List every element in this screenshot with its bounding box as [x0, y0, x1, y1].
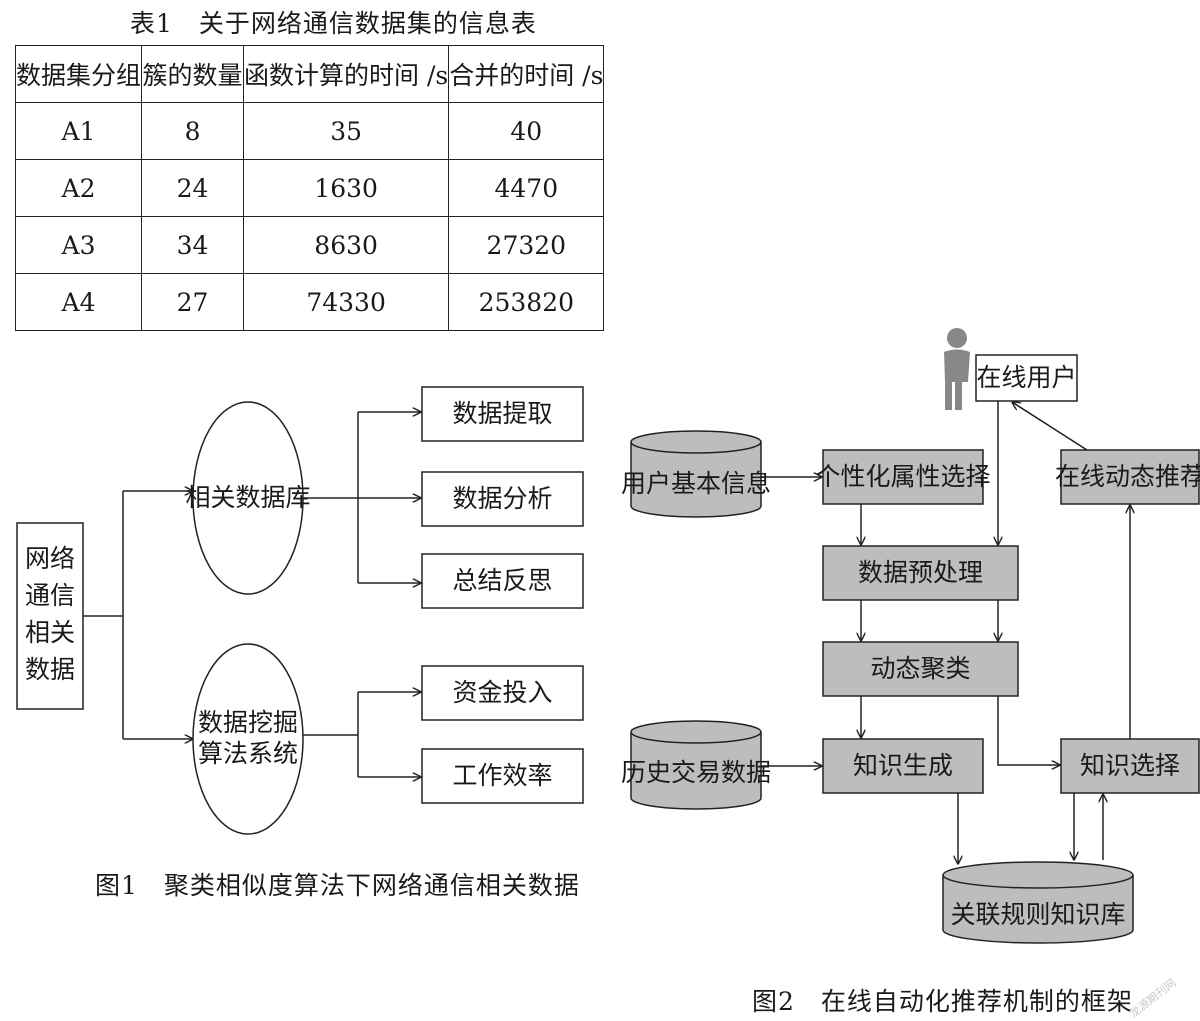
fig1-leaf-label: 资金投入 — [452, 678, 553, 708]
knowledge-gen-box — [822, 738, 984, 794]
arrow — [1012, 402, 1088, 451]
fig1-caption: 图1 聚类相似度算法下网络通信相关数据 — [95, 871, 580, 900]
table-row: A3 34 8630 27320 — [14, 216, 605, 274]
fig1-leaf-box — [421, 386, 584, 442]
user-info-label: 用户基本信息 — [621, 469, 772, 499]
fig1-db-label: 相关数据库 — [185, 483, 311, 513]
table-cell: 40 — [448, 102, 605, 160]
table-cell: 8630 — [243, 216, 450, 274]
clustering-label: 动态聚类 — [870, 654, 971, 684]
table-header-cell: 数据集分组 — [14, 45, 143, 103]
fig1-leaf-label: 数据提取 — [452, 399, 553, 429]
fig1-leaf-box — [421, 471, 584, 527]
table-cell: A1 — [14, 102, 143, 160]
table-cell: 35 — [243, 102, 450, 160]
fig1-leaf-label: 总结反思 — [452, 566, 553, 596]
table-row: A4 27 74330 253820 — [14, 273, 605, 331]
table-cell: A4 — [14, 273, 143, 331]
online-user-box — [975, 354, 1078, 402]
table-cell: A3 — [14, 216, 143, 274]
knowledge-select-label: 知识选择 — [1079, 751, 1180, 781]
rule-base-label: 关联规则知识库 — [950, 900, 1126, 930]
fig1-mining-label: 数据挖掘 算法系统 — [197, 707, 298, 768]
data-table: 数据集分组 簇的数量 函数计算的时间 /s 合并的时间 /s A1 8 35 4… — [14, 45, 605, 331]
table-header-cell: 合并的时间 /s — [448, 45, 605, 103]
fig2-caption: 图2 在线自动化推荐机制的框架 — [752, 987, 1133, 1016]
fig2-diagram — [630, 328, 1200, 944]
fig1-leaf-box — [421, 553, 584, 609]
fig1-root-box — [16, 522, 84, 710]
online-recommend-label: 在线动态推荐 — [1055, 462, 1200, 492]
person-icon — [944, 328, 970, 410]
online-recommend-box — [1060, 449, 1200, 505]
attr-select-label: 个性化属性选择 — [815, 462, 991, 492]
fig1-leaf-label: 数据分析 — [452, 484, 553, 514]
fig1-leaf-box — [421, 665, 584, 721]
fig1-leaf-box — [421, 748, 584, 804]
attr-select-box — [822, 449, 984, 505]
user-info-cylinder — [630, 442, 762, 518]
table-cell: 8 — [141, 102, 245, 160]
preprocess-box — [822, 545, 1019, 601]
fig1-leaf-label: 工作效率 — [452, 761, 553, 791]
table-row: A2 24 1630 4470 — [14, 159, 605, 217]
table-header-row: 数据集分组 簇的数量 函数计算的时间 /s 合并的时间 /s — [14, 45, 605, 103]
table-cell: 27 — [141, 273, 245, 331]
rule-base-cylinder — [942, 875, 1134, 944]
table1-caption: 表1 关于网络通信数据集的信息表 — [130, 9, 537, 38]
table-header-cell: 函数计算的时间 /s — [243, 45, 450, 103]
table-cell: 74330 — [243, 273, 450, 331]
table-cell: 27320 — [448, 216, 605, 274]
preprocess-label: 数据预处理 — [857, 558, 983, 588]
knowledge-select-box — [1060, 738, 1200, 794]
table-cell: 253820 — [448, 273, 605, 331]
online-user-label: 在线用户 — [976, 363, 1077, 393]
table-row: A1 8 35 40 — [14, 102, 605, 160]
fig1-diagram — [16, 386, 584, 835]
table-cell: 1630 — [243, 159, 450, 217]
table-cell: 4470 — [448, 159, 605, 217]
fig1-root-label: 网络 通信 相关 数据 — [24, 544, 75, 684]
history-cylinder — [630, 732, 762, 810]
history-label: 历史交易数据 — [621, 758, 772, 788]
knowledge-gen-label: 知识生成 — [852, 751, 953, 781]
clustering-box — [822, 641, 1019, 697]
arrow — [997, 696, 1060, 765]
